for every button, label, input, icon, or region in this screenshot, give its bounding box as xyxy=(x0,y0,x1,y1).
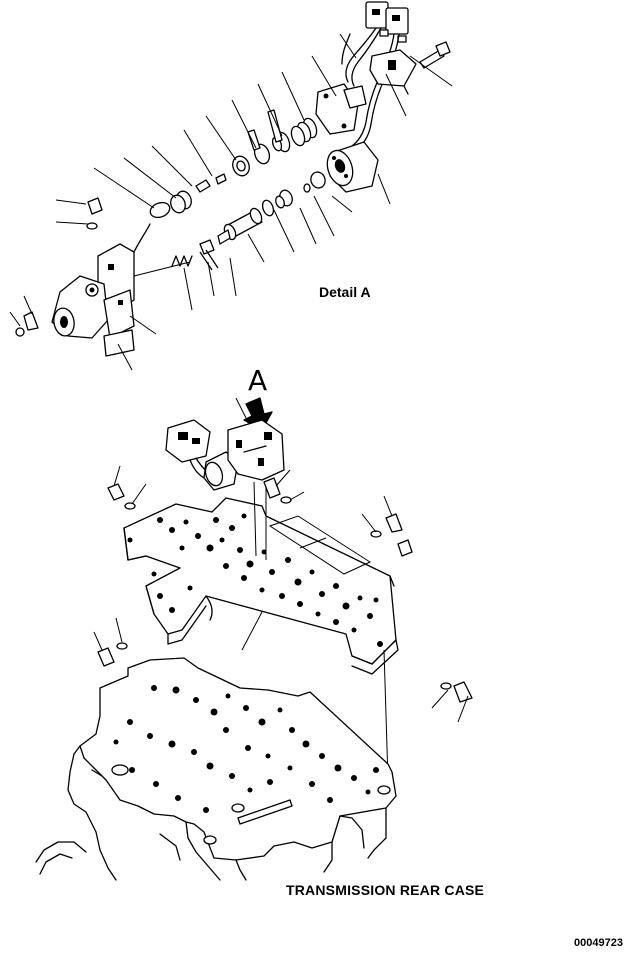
control-valve-plate xyxy=(123,481,399,781)
bolt-left xyxy=(15,197,103,337)
spool-valve xyxy=(199,207,263,271)
valve-body xyxy=(51,223,151,357)
small-fittings xyxy=(149,173,227,219)
bolt-top xyxy=(419,41,451,69)
plate-fittings xyxy=(93,465,473,723)
solenoid-plate xyxy=(315,83,367,135)
o-ring-set xyxy=(261,171,326,217)
seal-ring-row xyxy=(232,109,318,177)
spring xyxy=(171,255,193,267)
rear-case-label: TRANSMISSION REAR CASE xyxy=(286,882,485,898)
solenoid-valve-assembly xyxy=(165,419,285,491)
solenoid-coil xyxy=(326,141,379,193)
case-holes xyxy=(113,685,379,813)
detail-a-assembly xyxy=(9,1,453,371)
drawing-code-label: 00049723 xyxy=(574,937,623,949)
detail-leaders xyxy=(9,33,453,371)
wire-bracket xyxy=(369,49,417,95)
plate-holes xyxy=(127,513,383,647)
transmission-rear-case xyxy=(35,657,397,881)
view-letter-label: A xyxy=(248,364,268,397)
connector-plug xyxy=(365,1,409,43)
detail-a-label: Detail A xyxy=(319,284,371,300)
